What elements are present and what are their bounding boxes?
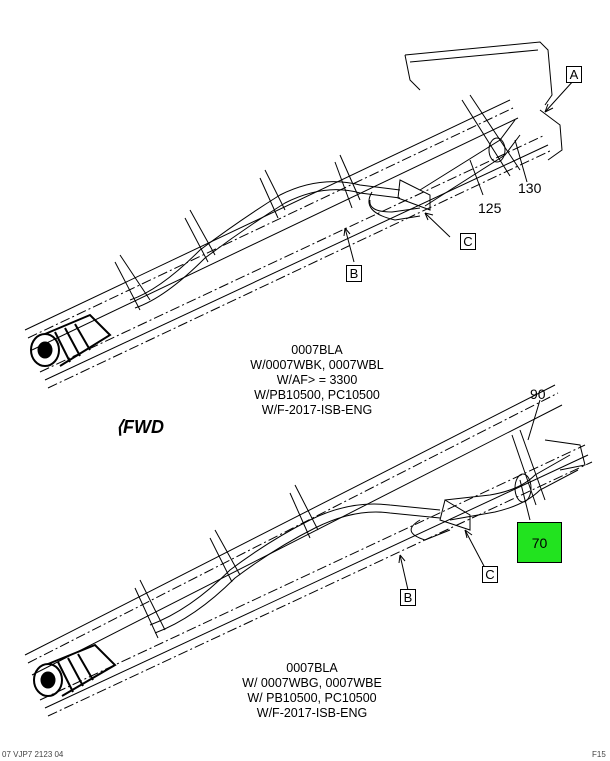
lower-dpf — [33, 643, 117, 697]
callout-130-upper: 130 — [518, 180, 542, 196]
upper-exhaust-pipe — [129, 119, 521, 309]
callout-125-upper: 125 — [478, 200, 502, 216]
callout-c-lower: C — [482, 566, 498, 583]
upper-leaders — [343, 79, 575, 263]
forward-arrow-icon: ⟨ — [116, 417, 124, 437]
lower-crossmembers — [134, 429, 586, 639]
upper-frame-rails — [24, 41, 563, 389]
footer-page-code: F15 — [592, 750, 606, 759]
lower-frame-rails — [24, 384, 593, 717]
callout-70-highlighted[interactable]: 70 — [517, 522, 562, 563]
upper-crossmembers — [114, 94, 521, 311]
upper-config-note: 0007BLA W/0007WBK, 0007WBL W/AF> = 3300 … — [250, 343, 384, 417]
callout-90-lower: 90 — [530, 386, 546, 402]
lower-config-note: 0007BLA W/ 0007WBG, 0007WBE W/ PB10500, … — [242, 661, 382, 720]
callout-b-upper: B — [346, 265, 362, 282]
upper-dpf — [30, 313, 112, 367]
callout-c-upper: C — [460, 233, 476, 250]
callout-a-upper: A — [566, 66, 582, 83]
footer-drawing-number: 07 VJP7 2123 04 — [2, 750, 64, 759]
lower-leaders — [398, 399, 541, 591]
lower-exhaust-pipe — [149, 454, 579, 634]
callout-b-lower: B — [400, 589, 416, 606]
forward-direction-indicator: ⟨FWD — [116, 417, 165, 437]
